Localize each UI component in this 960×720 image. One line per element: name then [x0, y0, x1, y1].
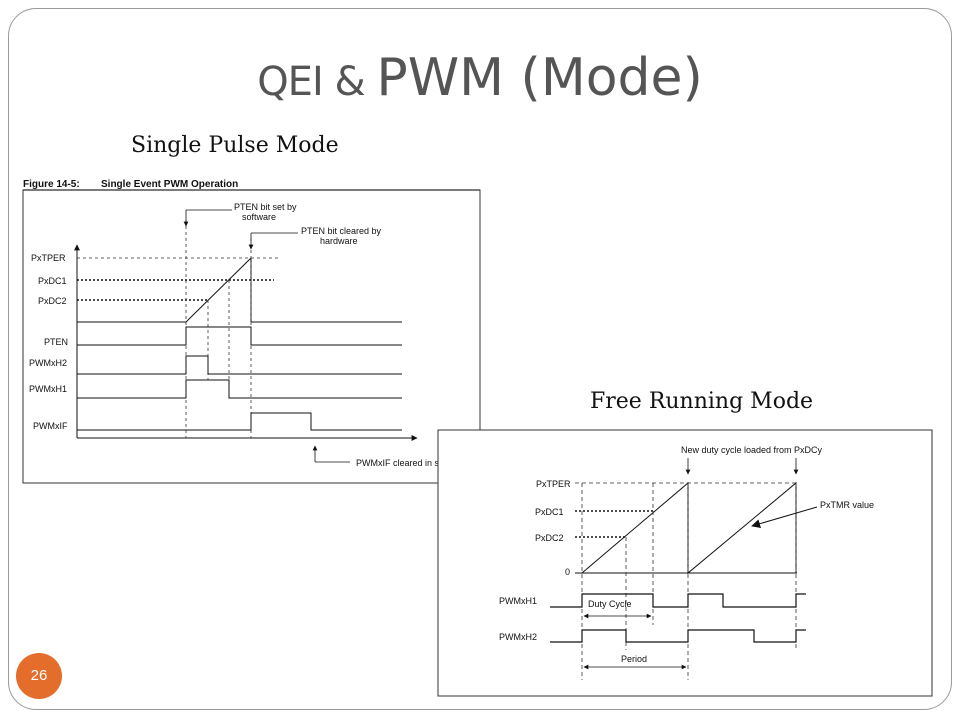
- fr-new-duty-text: New duty cycle loaded from PxDCy: [681, 445, 823, 455]
- fr-label-pwmxh2: PWMxH2: [499, 632, 537, 642]
- fr-label-pxtper: PxTPER: [536, 479, 571, 489]
- sp-pten-clear-text-1: PTEN bit cleared by: [301, 226, 382, 236]
- fr-period-text: Period: [621, 654, 647, 664]
- sp-pten-clear-text-2: hardware: [320, 236, 358, 246]
- fr-pwmxh1-waveform: [550, 593, 806, 608]
- single-pulse-caption: Single Pulse Mode: [131, 133, 339, 158]
- figure-label: Figure 14-5:: [23, 179, 80, 190]
- sp-label-pxdc2: PxDC2: [38, 296, 67, 306]
- free-running-caption: Free Running Mode: [590, 389, 814, 414]
- fr-pxtmr-arrow: [751, 506, 818, 529]
- sp-label-pxdc1: PxDC1: [38, 276, 67, 286]
- sp-pwmxif-waveform: [77, 412, 402, 431]
- figure-box: [22, 189, 481, 484]
- sp-pwmxh1-waveform: [77, 379, 402, 399]
- sp-pten-set-text-2: software: [242, 212, 276, 222]
- sp-label-pwmxif: PWMxIF: [33, 421, 68, 431]
- sp-label-pxtper: PxTPER: [31, 253, 66, 263]
- fr-pxtmr-text: PxTMR value: [820, 500, 874, 510]
- slide-title-main: PWM (Mode): [376, 48, 703, 108]
- slide-frame: [8, 8, 952, 710]
- fr-label-pwmxh1: PWMxH1: [499, 596, 537, 606]
- fr-duty-cycle-text: Duty Cycle: [588, 599, 632, 609]
- sp-pten-waveform: [77, 326, 402, 346]
- fr-label-pxdc1: PxDC1: [535, 507, 564, 517]
- page-number-badge: 26: [16, 653, 62, 699]
- fr-figure-box: [437, 429, 933, 697]
- sp-pwmxif-cleared-text: PWMxIF cleared in software: [356, 458, 469, 468]
- sp-label-pwmxh1: PWMxH1: [29, 384, 67, 394]
- fr-label-pxdc2: PxDC2: [535, 533, 564, 543]
- sp-label-pten: PTEN: [44, 337, 68, 347]
- fr-pwmxh2-waveform: [550, 629, 806, 643]
- slide-title: QEI & PWM (Mode): [0, 48, 960, 108]
- sp-pten-set-text-1: PTEN bit set by: [234, 202, 297, 212]
- fr-label-zero: 0: [565, 567, 570, 577]
- slide-title-prefix: QEI &: [257, 59, 377, 105]
- sp-timer-ramp: [185, 257, 252, 323]
- sp-pwmxh2-waveform: [77, 355, 402, 375]
- figure-title: Single Event PWM Operation: [101, 179, 238, 190]
- sp-label-pwmxh2: PWMxH2: [29, 358, 67, 368]
